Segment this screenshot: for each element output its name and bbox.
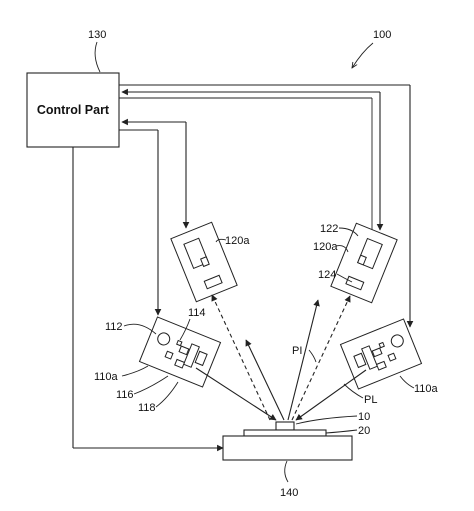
beam-left-incident (195, 367, 277, 421)
beam-right-incident (295, 369, 367, 421)
source-part-c-label: 118 (138, 402, 156, 414)
source-lens-label: 112 (105, 321, 123, 333)
source-part-c-leader (155, 381, 179, 408)
detector-right-label: 120a (313, 241, 338, 253)
beam-emitted-right (287, 299, 320, 421)
detector-left-chip (199, 256, 210, 268)
source-lens-leader (123, 323, 157, 335)
beam-dashed-right (291, 295, 351, 421)
control-ref-leader (94, 41, 101, 73)
sample (275, 421, 295, 431)
source-left (138, 316, 222, 388)
source-part-a-leader (179, 318, 191, 341)
source-left-lens (157, 332, 171, 346)
source-left-leader (121, 365, 149, 377)
detector-right-chip (357, 254, 367, 266)
stage-box (222, 435, 353, 461)
emitted-light-label: PI (292, 345, 302, 357)
detector-right (330, 222, 398, 304)
detector-unit-leader (336, 273, 353, 283)
source-part-b-label: 116 (116, 389, 134, 401)
beam-dashed-left (211, 294, 271, 421)
source-right-module (361, 345, 378, 370)
emitted-light-leader (308, 349, 317, 363)
source-right-lens (390, 334, 404, 348)
detector-left-leader (215, 238, 227, 243)
stage-ref-leader (284, 460, 289, 483)
holder-leader (325, 429, 358, 434)
detector-left-unit (203, 274, 223, 290)
beam-emitted-left (245, 339, 285, 421)
control-part-label: Control Part (37, 103, 110, 117)
detector-screen-label: 122 (320, 223, 338, 235)
source-left-label: 110a (94, 371, 119, 383)
sample-leader (295, 415, 358, 425)
detector-screen-leader (338, 227, 359, 237)
holder-label: 20 (358, 425, 370, 437)
source-right-label: 110a (414, 383, 439, 395)
detector-right-leader (335, 245, 349, 253)
sample-holder (243, 429, 327, 437)
control-ref-label: 130 (88, 29, 106, 41)
incident-light-label: PL (364, 394, 377, 406)
detector-left-label: 120a (225, 235, 250, 247)
source-left-module (183, 343, 200, 368)
source-part-b-leader (133, 375, 169, 395)
system-ref-label: 100 (373, 29, 391, 41)
source-right-leader (399, 375, 415, 389)
system-ref-arrow (352, 42, 374, 68)
source-part-a-label: 114 (188, 307, 206, 319)
stage-ref-label: 140 (280, 487, 298, 499)
detector-left (170, 221, 238, 303)
detector-unit-label: 124 (318, 269, 336, 281)
sample-label: 10 (358, 411, 370, 423)
source-right (339, 318, 423, 390)
control-part-box (26, 72, 120, 148)
